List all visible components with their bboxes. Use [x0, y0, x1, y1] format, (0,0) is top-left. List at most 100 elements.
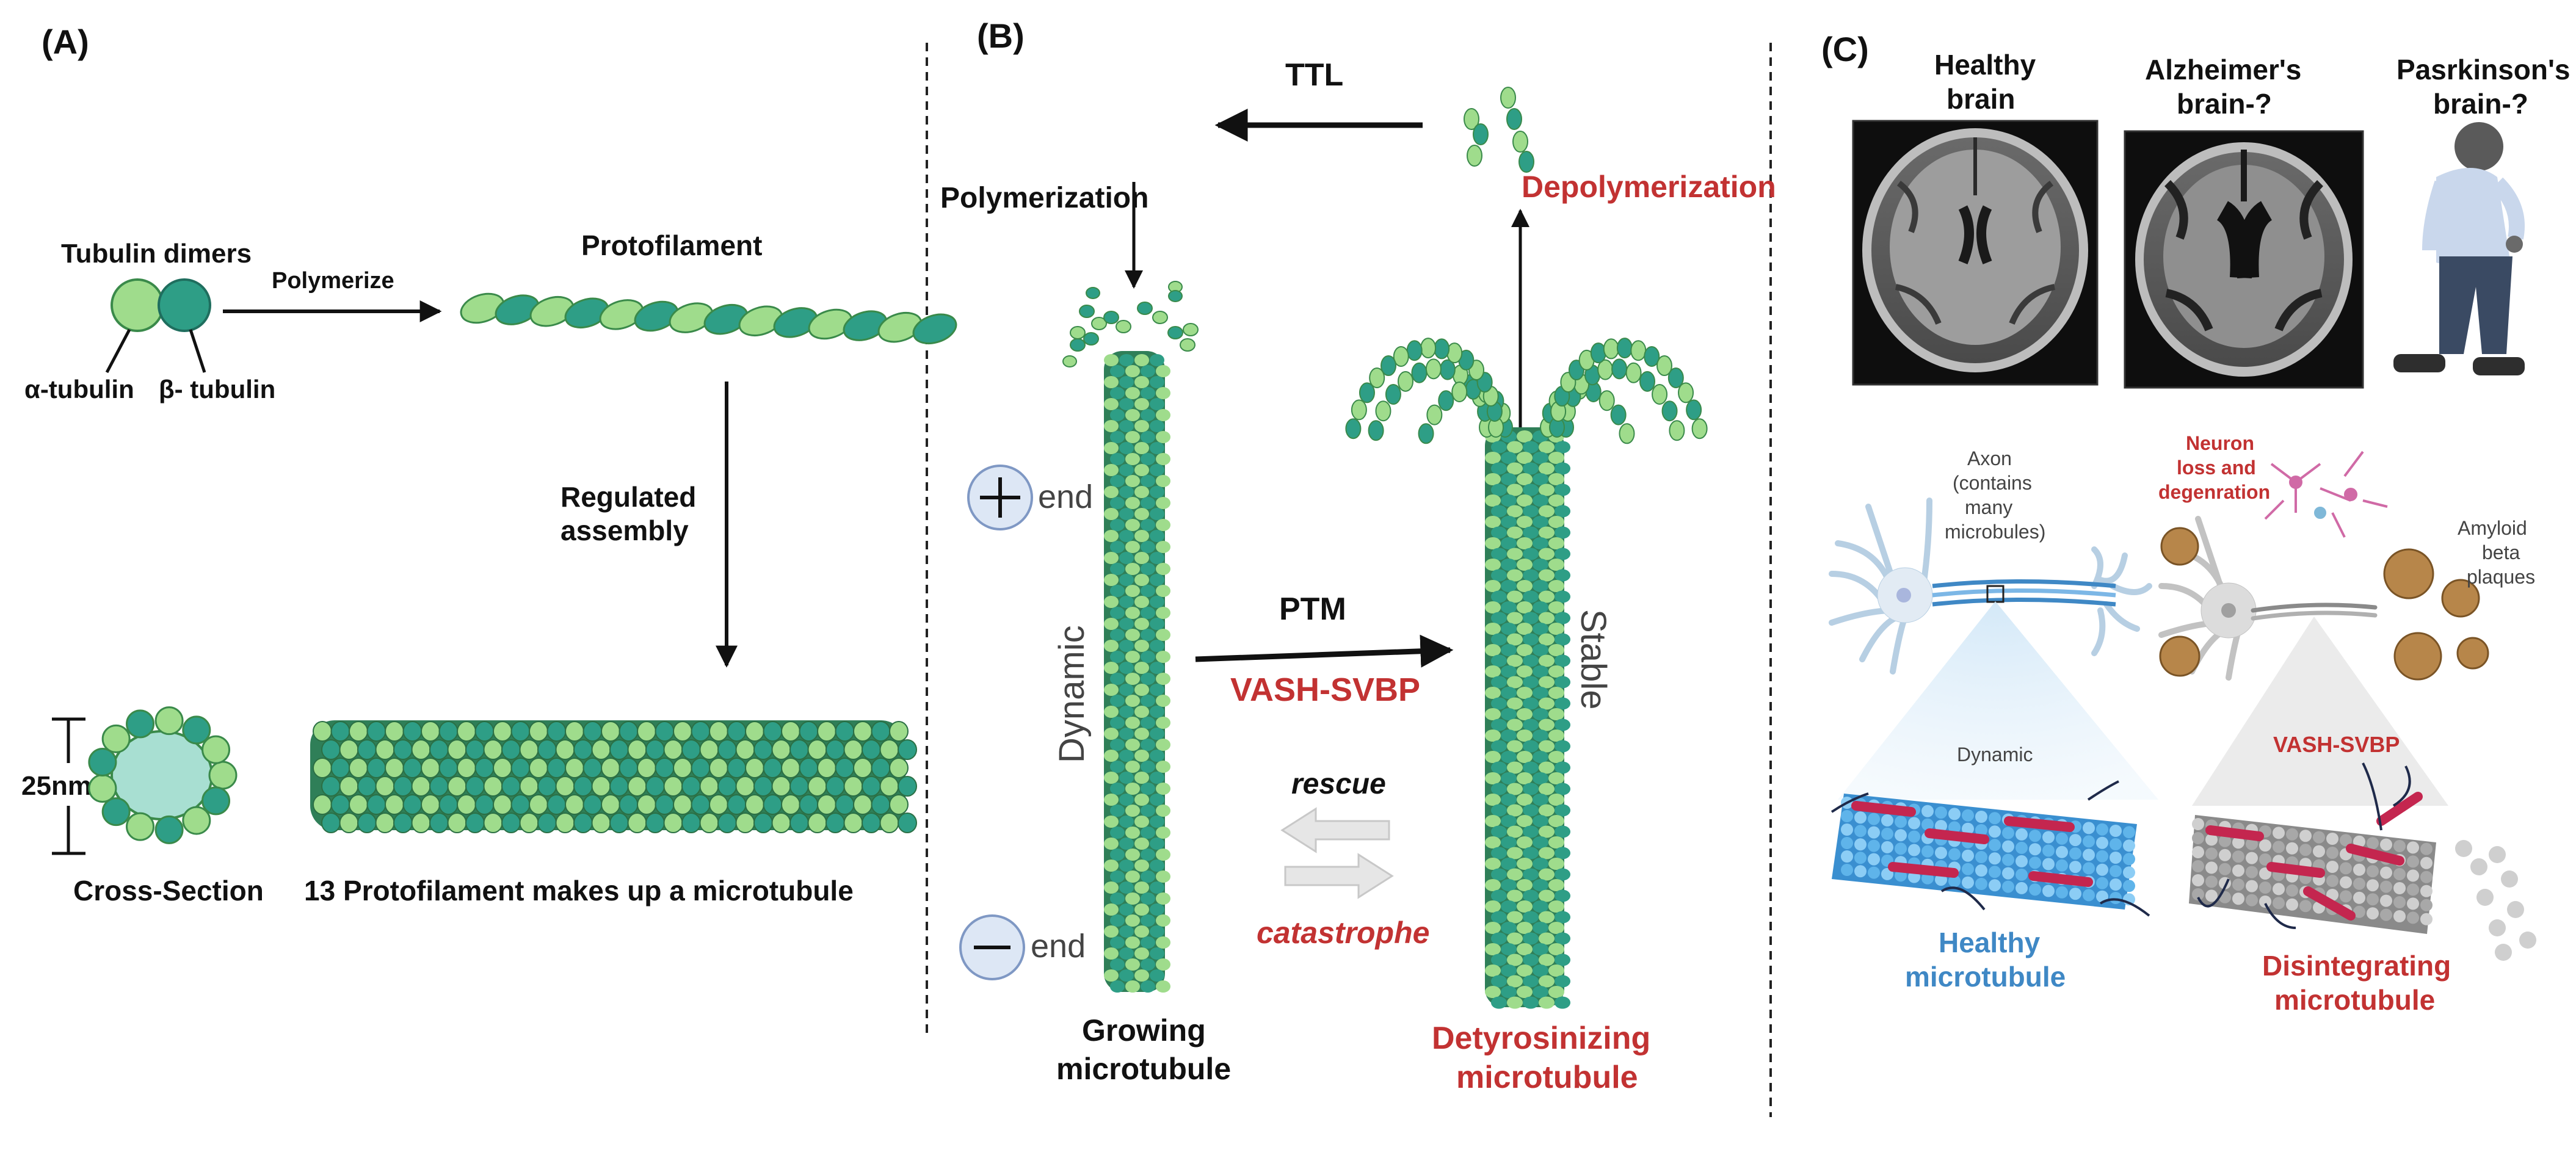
disint-mt-subunit	[2286, 828, 2298, 841]
stable-subunit	[1485, 473, 1501, 485]
lattice-subunit	[789, 776, 809, 797]
stable-subunit	[1548, 559, 1564, 571]
healthy-mt-subunit	[1841, 850, 1853, 863]
growing-subunit	[1110, 695, 1125, 707]
disint-mt-subunit	[2192, 888, 2204, 900]
growing-subunit	[1119, 816, 1134, 828]
growing-subunit	[1134, 903, 1149, 916]
growing-subunit	[1141, 673, 1155, 685]
stable-subunit	[1523, 825, 1539, 838]
growing-subunit	[1110, 805, 1125, 817]
lattice-subunit	[313, 758, 332, 778]
stable-subunit	[1548, 815, 1564, 827]
neuron-loss-cluster	[2264, 451, 2388, 538]
curling-subunit	[1691, 418, 1708, 440]
growing-subunit	[1110, 739, 1125, 751]
disint-mt-subunit	[2380, 838, 2392, 851]
dynamic-label: Dynamic	[1052, 625, 1092, 763]
stable-subunit	[1555, 590, 1570, 603]
lattice-subunit	[529, 758, 548, 778]
growing-subunit	[1141, 629, 1155, 641]
released-dimer	[2489, 846, 2506, 863]
lattice-subunit	[321, 739, 341, 760]
lattice-subunit	[366, 794, 386, 815]
healthy-mt-subunit	[1921, 845, 1934, 858]
stable-subunit	[1533, 794, 1548, 806]
growing-subunit	[1156, 475, 1170, 487]
growing-subunit	[1134, 925, 1149, 938]
stable-subunit	[1491, 804, 1507, 817]
stable-subunit	[1507, 911, 1523, 924]
lattice-subunit	[735, 739, 755, 760]
growing-subunit	[1134, 530, 1149, 542]
growing-subunit	[1110, 783, 1125, 795]
disint-mt-subunit	[2393, 840, 2406, 852]
cross-section-subunit	[208, 761, 238, 790]
growing-subunit	[1110, 629, 1125, 641]
stable-subunit	[1491, 505, 1507, 518]
stable-subunit	[1539, 975, 1555, 988]
lattice-subunit	[330, 794, 350, 815]
stable-subunit	[1533, 943, 1548, 955]
stable-subunit	[1485, 900, 1501, 913]
growing-subunit	[1150, 574, 1164, 586]
growing-subunit	[1134, 486, 1149, 498]
healthy-mt-line1: Healthy	[1939, 927, 2041, 958]
stable-subunit	[1539, 590, 1555, 603]
lattice-subunit	[483, 739, 503, 760]
neuron-loss-line2: loss and	[2177, 457, 2256, 479]
curling-subunit	[1418, 423, 1434, 444]
lattice-subunit	[510, 794, 531, 815]
healthy-mt-subunit	[2002, 827, 2014, 839]
disint-mt-subunit	[2380, 866, 2392, 879]
lattice-subunit	[709, 721, 728, 742]
healthy-mt-subunit	[2056, 832, 2068, 845]
growing-subunit	[1104, 728, 1119, 740]
growing-subunit	[1125, 892, 1140, 905]
released-dimer	[2489, 919, 2506, 936]
growing-subunit	[1110, 365, 1125, 377]
microtubule-lattice	[310, 720, 917, 833]
curling-subunit	[1381, 355, 1397, 377]
lattice-subunit	[817, 721, 836, 742]
stable-subunit	[1507, 441, 1523, 454]
lattice-subunit	[862, 776, 881, 797]
lattice-subunit	[619, 794, 639, 815]
stable-subunit	[1501, 900, 1517, 913]
growing-subunit	[1125, 519, 1140, 531]
stable-subunit	[1501, 516, 1517, 528]
stable-subunit	[1539, 718, 1555, 731]
lattice-subunit	[645, 776, 665, 797]
growing-subunit	[1141, 980, 1155, 993]
stable-subunit	[1548, 772, 1564, 784]
healthy-mt-subunit	[1975, 851, 1987, 863]
curling-subunit	[1661, 400, 1678, 422]
lattice-subunit	[339, 776, 359, 797]
stable-subunit	[1533, 687, 1548, 699]
lattice-subunit	[879, 776, 899, 797]
stable-subunit	[1485, 858, 1501, 870]
stable-subunit	[1507, 483, 1523, 496]
growing-subunit	[1119, 662, 1134, 674]
lattice-subunit	[862, 739, 881, 760]
lattice-subunit	[843, 739, 863, 760]
growing-subunit	[1110, 519, 1125, 531]
growing-subunit	[1156, 761, 1170, 773]
panel-b: (B) TTL Polymerization Depolymerization …	[940, 16, 1776, 1095]
stable-subunit	[1555, 911, 1570, 924]
growing-tip-subunit	[1079, 305, 1095, 318]
growing-subunit	[1119, 881, 1134, 894]
disint-mt-subunit	[2353, 891, 2365, 904]
disint-mt-subunit	[2420, 899, 2433, 911]
healthy-mt-subunit	[2110, 852, 2122, 864]
detyrosinizing-label-line1: Detyrosinizing	[1432, 1021, 1650, 1056]
healthy-mt-subunit	[2083, 835, 2095, 848]
lattice-subunit	[673, 794, 692, 815]
disint-mt-subunit	[2367, 907, 2379, 920]
stable-subunit	[1523, 676, 1539, 689]
growing-subunit	[1150, 596, 1164, 608]
disint-mt-subunit	[2380, 880, 2392, 893]
cross-section-subunit	[126, 812, 155, 841]
healthy-mt-subunit	[2110, 892, 2122, 904]
